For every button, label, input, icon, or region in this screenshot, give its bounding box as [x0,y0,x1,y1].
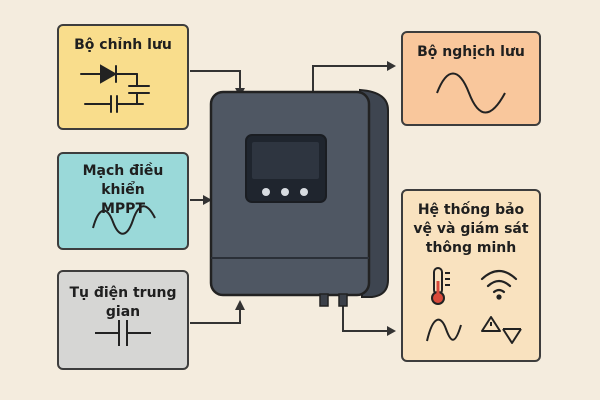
sine-wave-icon [426,318,462,342]
device-button[interactable] [300,188,308,196]
warning-triangle-icon [481,316,522,344]
mppt-block: Mạch điều khiển MPPT [57,152,189,250]
inverter-block: Bộ nghịch lưu [401,31,541,126]
rectifier-block: Bộ chỉnh lưu [57,24,189,130]
device-connector [338,293,348,307]
thermometer-icon [431,267,450,305]
capacitor-title: Tụ điện trung gian [69,285,177,320]
sine-wave-icon [92,205,156,235]
capacitor-icon [95,320,151,346]
protection-icons [426,267,522,344]
protection-monitoring-block: Hệ thống bảo vệ và giám sát thông minh [401,189,541,362]
rectifier-title: Bộ chỉnh lưu [74,37,172,53]
connector-lines [190,61,396,336]
wifi-icon [480,269,518,300]
device-button[interactable] [262,188,270,196]
device-connector [319,293,329,307]
device-button[interactable] [281,188,289,196]
sine-wave-icon [436,72,506,114]
inverter-device [209,88,389,307]
inverter-title: Bộ nghịch lưu [417,44,525,60]
capacitor-block: Tụ điện trung gian [57,270,189,370]
device-screen [252,142,319,179]
mppt-title: Mạch điều khiển MPPT [82,163,164,217]
rectifier-circuit-icon [80,64,150,113]
protection-title: Hệ thống bảo vệ và giám sát thông minh [413,202,529,256]
